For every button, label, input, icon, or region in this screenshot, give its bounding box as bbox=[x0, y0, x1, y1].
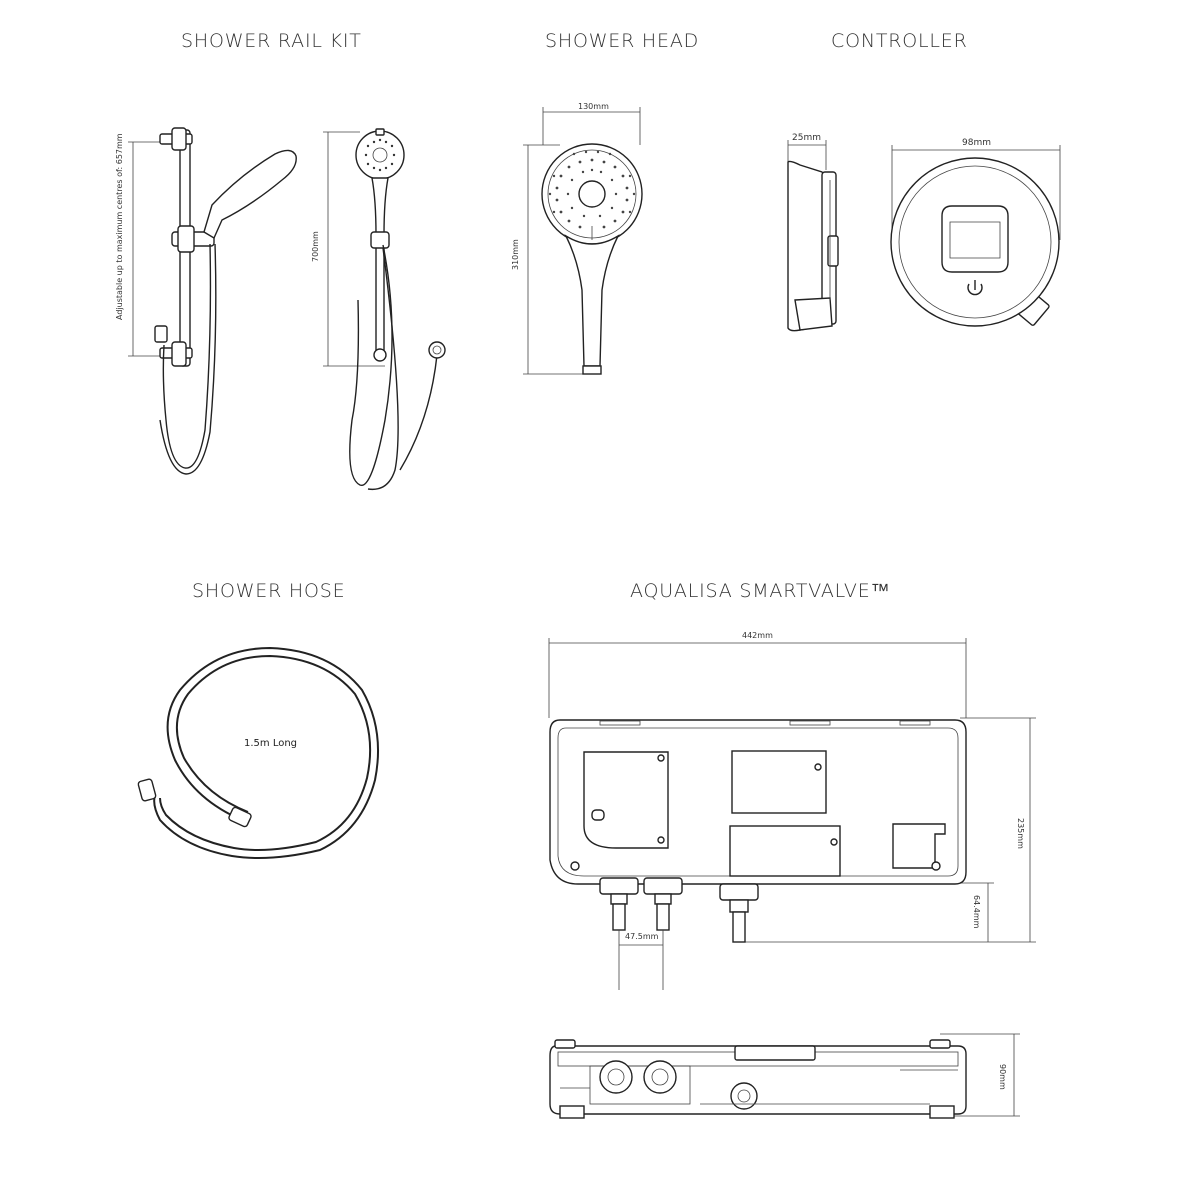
shower-rail-kit-front-drawing: Adjustable up to maximum centres of: 657… bbox=[115, 127, 297, 475]
shower-head-nozzles bbox=[548, 150, 636, 229]
valve-outlet-label: 64.4mm bbox=[972, 895, 981, 929]
side-head-nozzles bbox=[364, 138, 396, 172]
head-height-label: 310mm bbox=[511, 239, 520, 270]
title-shower-hose: SHOWER HOSE bbox=[192, 580, 346, 602]
controller-depth-label: 25mm bbox=[792, 133, 821, 143]
title-smartvalve: AQUALISA SMARTVALVE™ bbox=[630, 580, 891, 602]
head-width-label: 130mm bbox=[578, 102, 609, 111]
title-shower-head: SHOWER HEAD bbox=[545, 30, 700, 52]
title-shower-rail-kit: SHOWER RAIL KIT bbox=[181, 30, 362, 52]
controller-width-label: 98mm bbox=[962, 138, 991, 148]
controller-front-drawing: 98mm bbox=[890, 138, 1061, 327]
controller-side-drawing: 25mm bbox=[787, 133, 839, 332]
rail-adjustable-label: Adjustable up to maximum centres of: 657… bbox=[115, 133, 124, 320]
hose-length-label: 1.5m Long bbox=[244, 738, 297, 749]
valve-inlet-spacing-label: 47.5mm bbox=[625, 932, 659, 941]
shower-rail-kit-side-drawing: 700mm bbox=[311, 128, 446, 491]
power-icon bbox=[967, 280, 983, 296]
smartvalve-top-drawing: 90mm bbox=[549, 1033, 1020, 1119]
valve-width-label: 442mm bbox=[742, 631, 773, 640]
valve-depth-label: 90mm bbox=[998, 1064, 1007, 1090]
shower-hose-drawing: 1.5m Long bbox=[137, 646, 380, 859]
title-controller: CONTROLLER bbox=[831, 30, 968, 52]
valve-height-label: 235mm bbox=[1016, 818, 1025, 849]
shower-head-drawing: 130mm 310mm bbox=[511, 102, 643, 375]
smartvalve-front-drawing: 442mm 235mm 64.4mm bbox=[548, 631, 1036, 990]
rail-height-label: 700mm bbox=[311, 231, 320, 262]
